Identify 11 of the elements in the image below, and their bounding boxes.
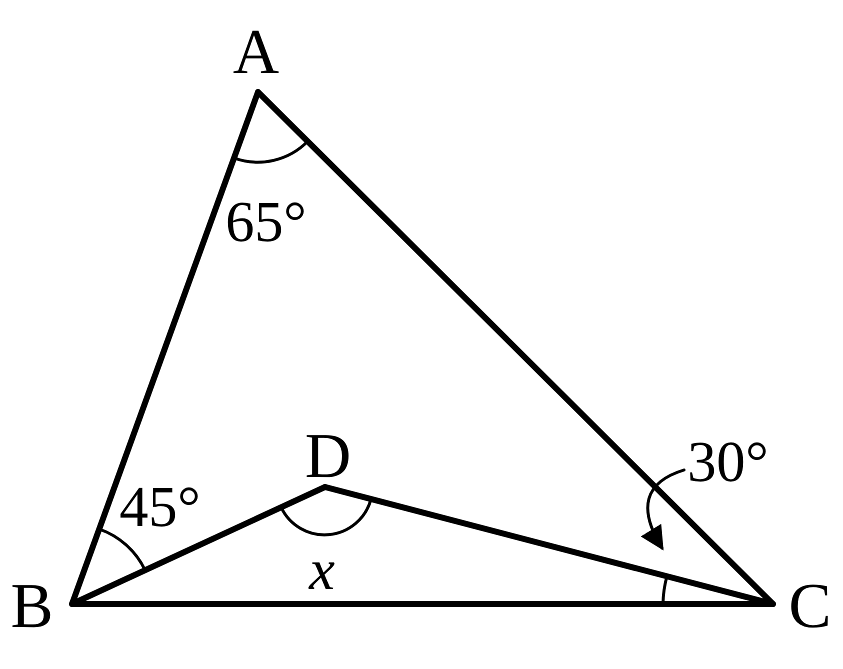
vertex-label: B (10, 574, 54, 638)
triangle-side (69, 484, 328, 607)
vertex-label: C (788, 574, 832, 638)
triangle-side (322, 484, 776, 607)
vertex-label: D (304, 424, 352, 488)
angle-label: 30° (687, 433, 769, 491)
angle-label: 45° (119, 478, 201, 536)
variable-label: x (309, 541, 335, 599)
vertex-label: A (232, 20, 280, 84)
angle-label: 65° (225, 193, 307, 251)
curved-arrow (641, 468, 686, 551)
